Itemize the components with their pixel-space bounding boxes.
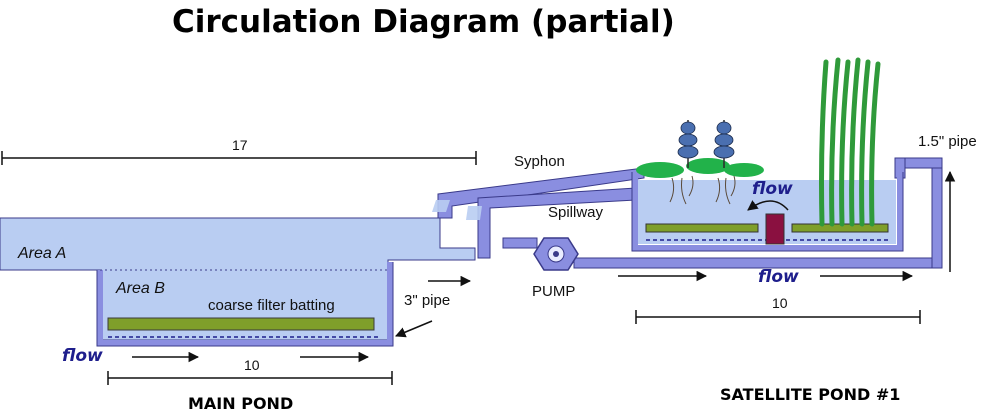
satellite-pond-label: SATELLITE POND #1 bbox=[720, 385, 900, 404]
pump-line bbox=[502, 157, 943, 269]
pipe-15-label: 1.5" pipe bbox=[918, 133, 977, 150]
dimension-main-10: 10 bbox=[107, 357, 393, 385]
dimension-main-10-label: 10 bbox=[244, 357, 260, 373]
area-b-label: Area B bbox=[115, 280, 165, 297]
pump bbox=[533, 237, 579, 271]
flow-label-sat-top: flow bbox=[752, 179, 793, 199]
main-pond: Area A Area B coarse filter batting bbox=[0, 217, 476, 347]
pipe-arrow-left bbox=[395, 320, 433, 338]
baffle bbox=[765, 213, 785, 245]
baffle-arrow bbox=[747, 200, 789, 211]
flower-spike-1 bbox=[677, 120, 699, 168]
spillway-label: Spillway bbox=[548, 204, 604, 221]
dimension-17: 17 bbox=[1, 137, 477, 165]
satellite-filter-left bbox=[645, 223, 759, 233]
filter-label: coarse filter batting bbox=[208, 297, 335, 314]
dimension-17-label: 17 bbox=[232, 137, 248, 153]
main-pond-label: MAIN POND bbox=[188, 394, 293, 413]
dimension-sat-10-label: 10 bbox=[772, 295, 788, 311]
flow-label-main: flow bbox=[62, 346, 103, 366]
dimension-sat-10: 10 bbox=[635, 295, 921, 324]
area-a-label: Area A bbox=[17, 245, 66, 262]
flow-label-sat-bottom: flow bbox=[758, 267, 799, 287]
diagram-title: Circulation Diagram (partial) bbox=[172, 4, 675, 40]
pipe-3-label: 3" pipe bbox=[404, 292, 450, 309]
flower-spike-2 bbox=[713, 120, 735, 168]
water-hyacinth-plants bbox=[636, 120, 764, 205]
pump-label: PUMP bbox=[532, 283, 575, 300]
filter-batting bbox=[107, 317, 375, 331]
reeds bbox=[819, 57, 881, 227]
syphon-label: Syphon bbox=[514, 153, 565, 170]
